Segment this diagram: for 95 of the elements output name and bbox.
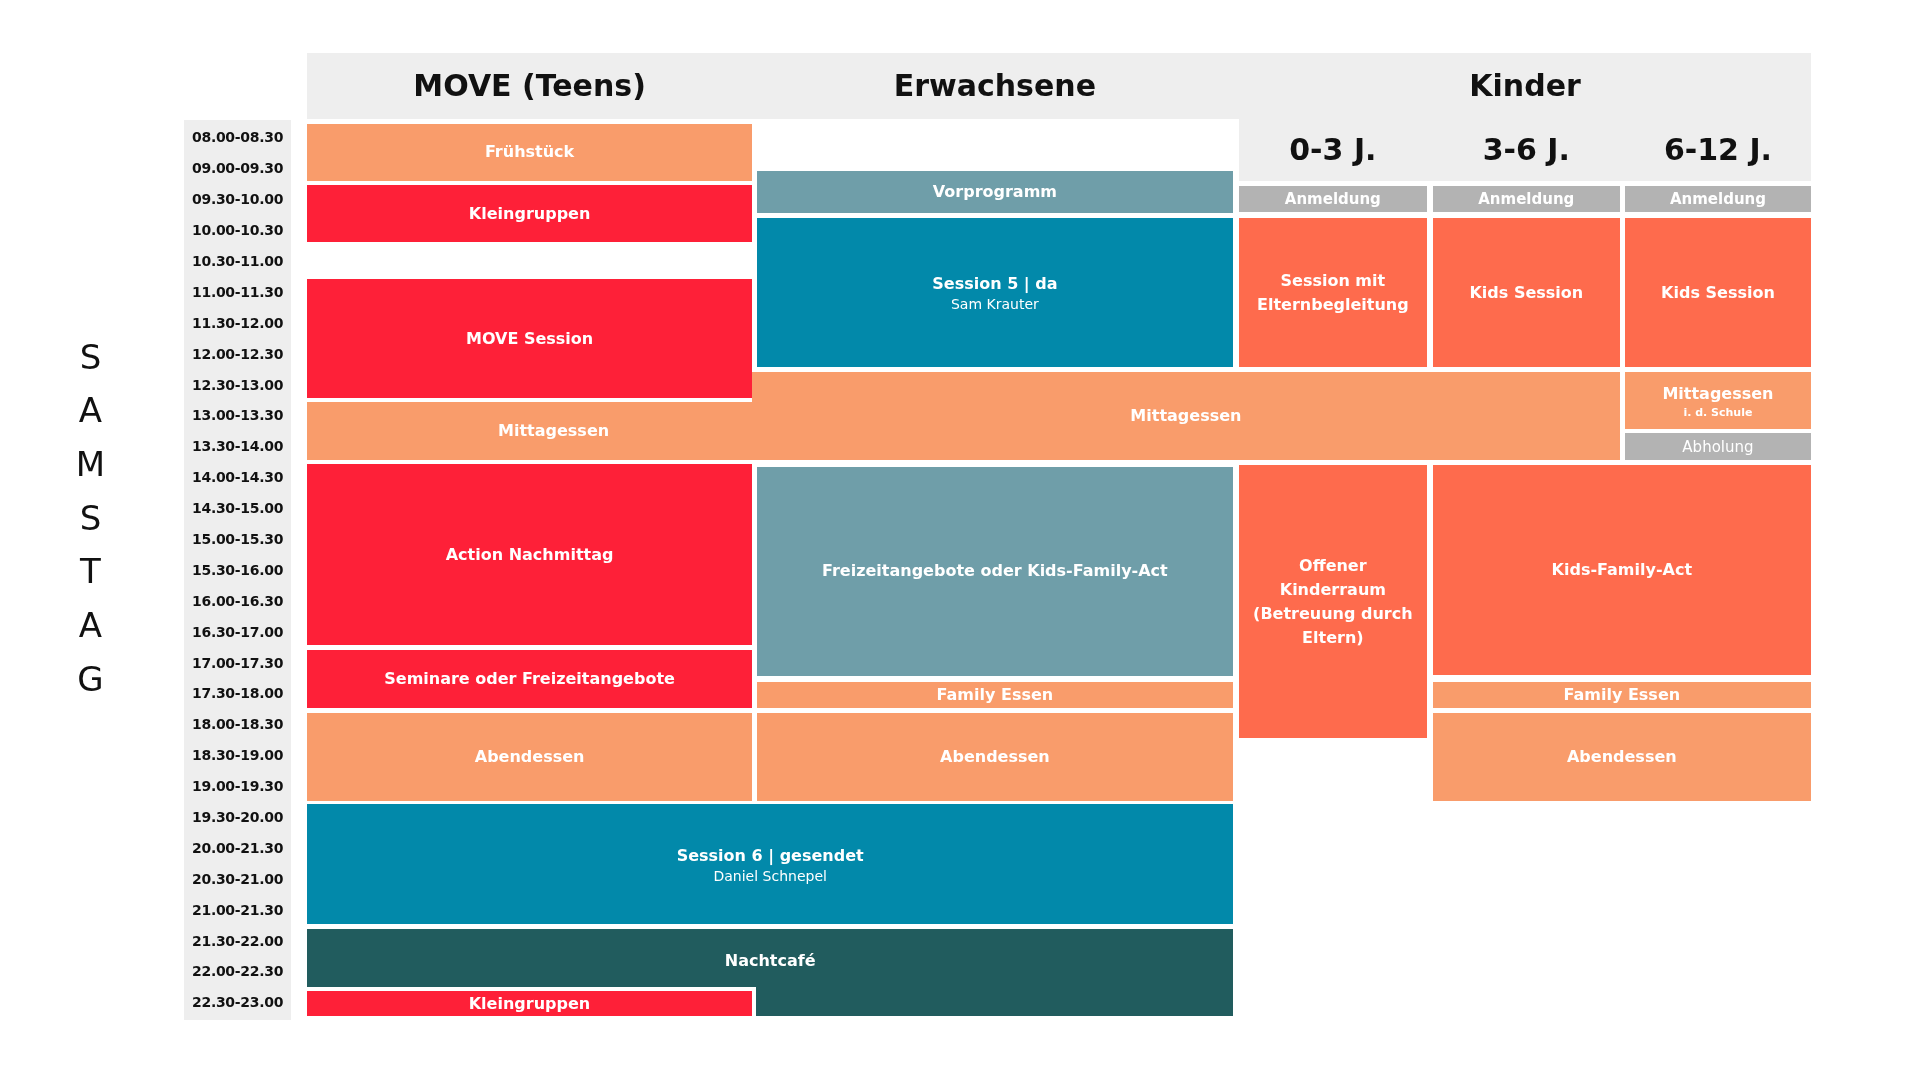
- time-slot: 20.30-21.00: [192, 870, 284, 887]
- block-title: Session 6 | gesendet: [676, 845, 864, 868]
- block-title: Frühstück: [484, 141, 575, 164]
- day-heading: SAMSTAG: [74, 335, 107, 701]
- column-heading: Erwachsene: [892, 67, 1098, 106]
- time-slot: 14.00-14.30: [192, 469, 284, 486]
- time-slot: 12.30-13.00: [192, 376, 284, 393]
- column-heading: 6-12 J.: [1662, 131, 1773, 170]
- schedule-block: [1432, 712, 1811, 801]
- block-title: Family Essen: [1563, 683, 1681, 706]
- block-subtitle: Sam Krauter: [951, 296, 1039, 314]
- time-slot: 13.00-13.30: [192, 407, 284, 424]
- schedule-block: [307, 929, 1234, 1017]
- schedule-block: [307, 184, 752, 243]
- block-title: Family Essen: [936, 683, 1054, 706]
- block-title: Kleingruppen: [468, 992, 591, 1015]
- schedule-block: [751, 372, 1620, 461]
- block-title: Mittagessen: [498, 420, 610, 442]
- time-slot: 09.00-09.30: [192, 160, 284, 177]
- time-slot: 19.00-19.30: [192, 778, 284, 795]
- block-title: Anmeldung: [1284, 188, 1381, 210]
- block-title: Session mit Elternbegleitung: [1256, 269, 1410, 316]
- block-subtitle: Daniel Schnepel: [713, 868, 827, 885]
- column-heading: 3-6 J.: [1481, 131, 1571, 170]
- column-heading: Kinder: [1468, 67, 1582, 106]
- schedule-block: [1432, 217, 1620, 368]
- schedule-block: [1624, 217, 1811, 368]
- column-heading: 0-3 J.: [1288, 131, 1378, 170]
- time-slot: 15.00-15.30: [192, 531, 284, 547]
- block-title: Abendessen: [940, 745, 1050, 768]
- schedule-block: [1624, 372, 1811, 429]
- block-title: Abholung: [1682, 436, 1754, 458]
- schedule-block: [307, 986, 756, 1017]
- schedule-block: [1432, 186, 1620, 212]
- time-slot: 21.00-21.30: [192, 901, 284, 918]
- time-slot: 12.00-12.30: [192, 345, 284, 362]
- schedule-block: [307, 712, 752, 801]
- schedule-block: [1239, 465, 1427, 739]
- time-slot: 11.30-12.00: [192, 314, 284, 331]
- schedule-block: [756, 466, 1234, 676]
- block-title: Mittagessen: [1662, 382, 1774, 405]
- block-subtitle: i. d. Schule: [1683, 405, 1753, 419]
- time-slot: 11.00-11.30: [192, 283, 284, 300]
- column-heading: MOVE (Teens): [412, 67, 647, 106]
- schedule-block: [1624, 186, 1811, 212]
- schedule-block: [307, 650, 752, 708]
- block-title: Abendessen: [474, 745, 585, 768]
- schedule-block: [307, 123, 752, 182]
- block-title: Mittagessen: [1130, 405, 1242, 428]
- block-title: Kids-Family-Act: [1551, 559, 1693, 581]
- time-slot: 18.30-19.00: [192, 747, 284, 764]
- schedule-block: [1432, 465, 1811, 675]
- block-title: Vorprogramm: [932, 181, 1057, 204]
- time-slot: 09.30-10.00: [192, 191, 284, 208]
- time-slot: 13.30-14.00: [192, 438, 284, 455]
- time-slot: 14.30-15.00: [192, 500, 284, 517]
- block-title: Anmeldung: [1669, 188, 1766, 210]
- schedule-block: [307, 804, 1234, 925]
- time-slot: 17.00-17.30: [192, 654, 284, 671]
- block-title: Action Nachmittag: [445, 543, 614, 566]
- block-title: Abendessen: [1567, 745, 1677, 768]
- schedule-block: [1432, 682, 1811, 708]
- time-slot: 08.00-08.30: [192, 129, 284, 146]
- time-slot: 16.30-17.00: [192, 623, 284, 640]
- schedule-block: [756, 712, 1234, 801]
- block-title: Nachtcafé: [724, 949, 816, 972]
- schedule-block: [307, 279, 752, 398]
- block-title: Kids Session: [1661, 281, 1775, 304]
- schedule-block: [756, 682, 1234, 708]
- schedule-block: [1239, 217, 1427, 368]
- time-slot: 21.30-22.00: [192, 932, 284, 949]
- block-title: Kids Session: [1469, 281, 1584, 304]
- schedule-block: [307, 464, 752, 646]
- time-slot: 17.30-18.00: [192, 685, 284, 702]
- time-slot: 20.00-21.30: [192, 839, 284, 856]
- time-slot: 10.30-11.00: [192, 253, 284, 269]
- block-title: Session 5 | da: [932, 273, 1058, 296]
- schedule-block: [1239, 186, 1427, 212]
- time-slot: 22.00-22.30: [192, 963, 284, 980]
- block-title: Kleingruppen: [468, 202, 591, 225]
- block-title: Freizeitangebote oder Kids-Family-Act: [822, 560, 1168, 583]
- time-slot: 22.30-23.00: [192, 994, 284, 1011]
- block-title: Anmeldung: [1478, 188, 1575, 210]
- schedule-block: [1624, 433, 1811, 461]
- time-slot: 18.00-18.30: [192, 716, 284, 733]
- time-slot: 19.30-20.00: [192, 809, 284, 826]
- schedule-block: [756, 171, 1234, 214]
- block-title: MOVE Session: [465, 327, 594, 350]
- schedule-block: [307, 401, 752, 461]
- block-title: Seminare oder Freizeitangebote: [384, 667, 675, 690]
- time-slot: 15.30-16.00: [192, 561, 284, 578]
- time-slot: 10.00-10.30: [192, 222, 284, 239]
- schedule-block: [756, 217, 1234, 368]
- time-slot: 16.00-16.30: [192, 592, 284, 609]
- block-title: Offener Kinderraum (Betreuung durch Eltern): [1252, 554, 1414, 649]
